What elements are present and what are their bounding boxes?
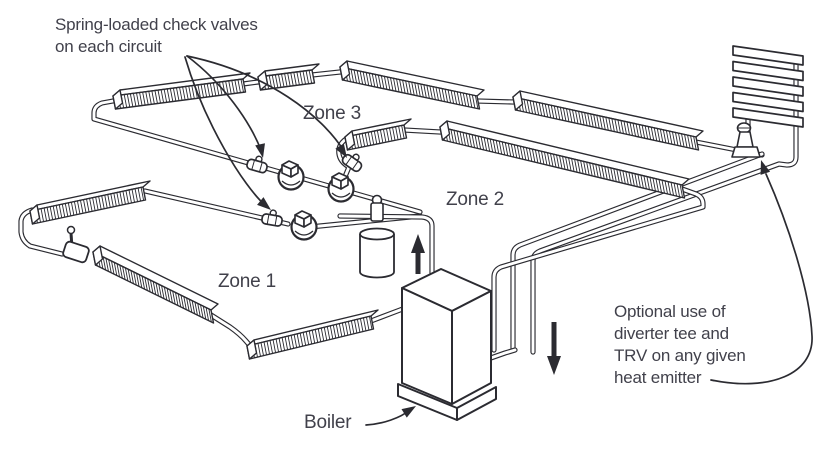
boiler-side <box>451 290 492 405</box>
boiler-label: Boiler <box>304 412 352 433</box>
pipe-run <box>18 207 65 257</box>
boiler-layer <box>397 268 497 421</box>
radiator-slat <box>732 91 804 113</box>
pipe-run <box>309 69 343 78</box>
fins <box>341 67 479 109</box>
baseboard-radiator <box>439 120 690 199</box>
flow-arrow-down <box>547 322 561 375</box>
pipe-run <box>208 312 255 351</box>
boiler <box>397 268 497 421</box>
circulator-pump <box>327 172 355 203</box>
baseboard-layer <box>29 60 704 360</box>
pipe-run <box>337 213 435 276</box>
baseboard-radiator <box>344 118 412 151</box>
check-valve-pointer-3 <box>184 56 271 210</box>
optional-note-line3: TRV on any given <box>614 346 746 365</box>
pipe-run <box>510 151 765 351</box>
check-valve <box>261 209 283 227</box>
circulator-pump <box>277 160 305 191</box>
pipe-run <box>491 186 706 353</box>
check-valve-pointer-2 <box>186 55 347 158</box>
check-valve-note-line2: on each circuit <box>55 37 162 56</box>
fins <box>441 127 684 198</box>
valves-pumps-layer <box>246 45 804 241</box>
equipment-layer <box>62 194 395 279</box>
check-valve <box>341 153 363 173</box>
baseboard-radiator <box>257 63 320 91</box>
radiator-slat <box>732 45 804 66</box>
pipe-run <box>91 98 423 215</box>
pipe-run <box>240 79 261 87</box>
optional-note-line1: Optional use of <box>614 302 726 321</box>
pointer-arrow-layer <box>184 55 813 426</box>
optional-note-line2: diverter tee and <box>614 324 729 343</box>
radiator-slat <box>732 60 804 82</box>
fins <box>248 316 373 359</box>
baseboard-radiator <box>112 72 251 110</box>
baseboard-radiator <box>512 90 704 151</box>
trv-pointer <box>710 160 813 385</box>
radiator-slat <box>732 107 804 128</box>
circulator-pump <box>290 210 318 241</box>
pipe-run <box>401 127 443 135</box>
radiator-slat <box>732 76 804 97</box>
optional-note-line4: heat emitter <box>614 368 702 387</box>
expansion-tank <box>359 227 395 279</box>
check-valve-note-line1: Spring-loaded check valves <box>55 15 258 34</box>
flow-arrow-layer <box>411 234 561 375</box>
panel-radiator <box>732 45 804 128</box>
zone2-label: Zone 2 <box>446 189 504 210</box>
zone3-label: Zone 3 <box>303 103 361 124</box>
boiler-pointer <box>365 406 416 426</box>
baseboard-radiator <box>339 60 485 110</box>
trv-valve <box>731 122 761 158</box>
baseboard-radiator <box>29 180 151 225</box>
baseboard-radiator <box>246 309 379 360</box>
air-purger <box>370 194 384 222</box>
zone1-label: Zone 1 <box>218 271 276 292</box>
air-vent <box>62 225 90 264</box>
flow-arrow-up <box>411 234 425 274</box>
boiler-plinth-side <box>456 386 497 421</box>
pipe-run <box>474 98 516 105</box>
fins <box>514 97 697 150</box>
baseboard-radiator <box>92 245 219 324</box>
check-valve-pointer-1 <box>186 55 265 158</box>
check-valve <box>246 155 268 174</box>
